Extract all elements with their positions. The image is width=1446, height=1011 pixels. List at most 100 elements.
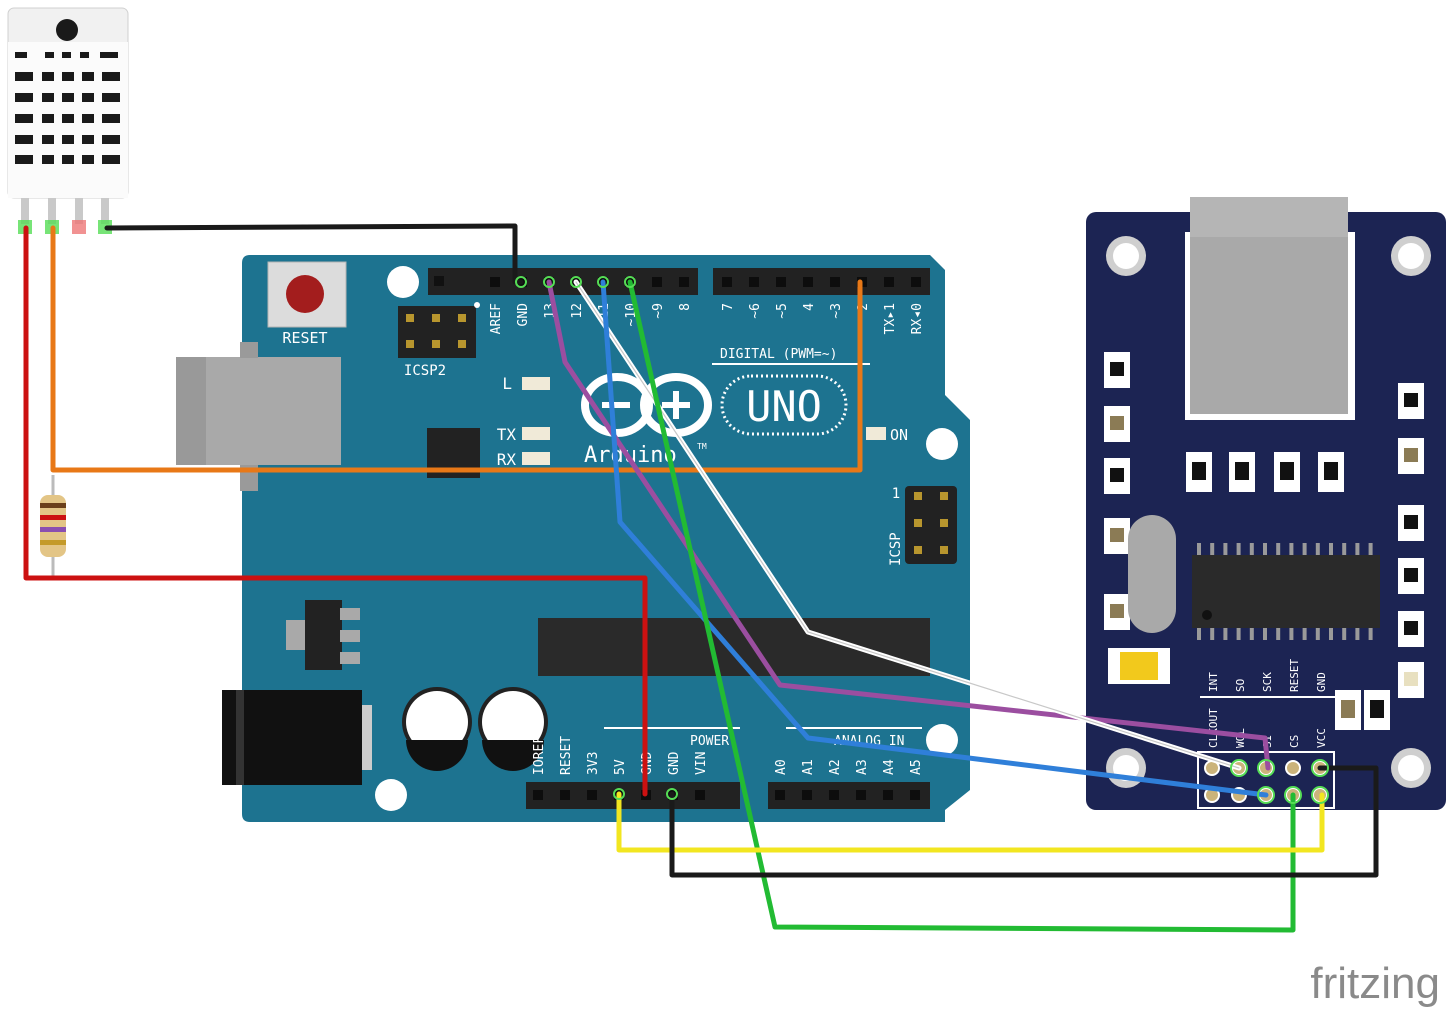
header-pin <box>856 790 866 800</box>
chip-leg <box>1263 543 1267 555</box>
chip-leg <box>1263 628 1267 640</box>
header-pin <box>652 277 662 287</box>
chip-leg <box>1342 628 1347 640</box>
header-pin <box>829 790 839 800</box>
wire-green-cs <box>627 279 1296 933</box>
pin-label: ~6 <box>748 303 763 319</box>
icsp-pin1-label: 1 <box>892 486 900 502</box>
fritzing-logo: fritzing <box>1310 959 1440 1008</box>
ethernet-pin-label: CLKOUT <box>1207 708 1220 748</box>
header-pin <box>722 277 732 287</box>
brand-tm: TM <box>697 442 707 451</box>
header-pin <box>803 277 813 287</box>
status-leds: L TX RX ON <box>497 374 908 469</box>
header-pin <box>533 790 543 800</box>
dht22-sensor <box>7 7 129 234</box>
pin-label: IOREF <box>532 736 547 775</box>
chip-leg <box>1197 543 1201 555</box>
pin-label: 5V <box>613 759 628 775</box>
chip-leg <box>1276 543 1281 555</box>
digital-label: DIGITAL (PWM=~) <box>720 347 837 362</box>
header-pin <box>695 790 705 800</box>
digital-header-right <box>713 268 930 295</box>
led-l-label: L <box>502 374 512 393</box>
chip-leg <box>1329 543 1333 555</box>
chip-leg <box>1355 628 1360 640</box>
ethernet-pin-label: SO <box>1234 679 1247 692</box>
pin-label: A3 <box>855 759 870 775</box>
pin-label: A1 <box>801 759 816 775</box>
chip-leg <box>1302 543 1307 555</box>
chip-leg <box>1249 628 1254 640</box>
ethernet-pin-label: INT <box>1207 672 1220 692</box>
pin-label: A4 <box>882 759 897 775</box>
crystal <box>1128 515 1176 633</box>
chip-leg <box>1289 543 1294 555</box>
icsp-label: ICSP <box>888 532 904 566</box>
reset-button: RESET <box>267 261 347 347</box>
pin-label: VIN <box>694 752 709 775</box>
chip-leg <box>1289 628 1294 640</box>
chip-leg <box>1249 543 1254 555</box>
pin-label: TX▸1 <box>883 303 898 334</box>
pullup-resistor <box>40 475 66 580</box>
led-rx-label: RX <box>497 450 517 469</box>
wire-red-dht-vcc <box>23 225 648 797</box>
led-on-label: ON <box>890 426 908 444</box>
enc-chip-legs <box>1197 543 1373 640</box>
pin-label: AREF <box>489 303 504 334</box>
enc28j60-chip <box>1192 543 1380 640</box>
header-pin <box>776 277 786 287</box>
header-pin <box>883 790 893 800</box>
chip-leg <box>1368 628 1373 640</box>
pin-label: 2 <box>856 303 871 311</box>
pin-label: GND <box>667 751 682 775</box>
voltage-regulator <box>286 600 360 670</box>
wire-purple-sck <box>546 279 1271 771</box>
wire-orange-dht-data <box>50 225 863 473</box>
dc-barrel-jack <box>222 690 372 785</box>
chip-leg <box>1342 543 1347 555</box>
header-pin <box>679 277 689 287</box>
wire-black-gnd <box>669 765 1379 878</box>
header-pin <box>911 277 921 287</box>
chip-leg <box>1197 628 1201 640</box>
pin-label: A5 <box>909 759 924 775</box>
header-pin <box>830 277 840 287</box>
header-pin <box>490 277 500 287</box>
chip-leg <box>1236 543 1241 555</box>
wires <box>23 223 1379 933</box>
pin-label: 7 <box>721 303 736 311</box>
chip-leg <box>1276 628 1281 640</box>
header-pin <box>884 277 894 287</box>
chip-leg <box>1329 628 1333 640</box>
icsp2-header: ICSP2 <box>398 306 476 379</box>
chip-leg <box>1210 543 1215 555</box>
wire-black-dht-gnd <box>104 223 524 285</box>
header-pin <box>802 790 812 800</box>
pin-label: RESET <box>559 736 574 775</box>
chip-leg <box>1315 543 1320 555</box>
power-label: POWER <box>690 734 729 749</box>
led-tx-label: TX <box>497 425 517 444</box>
pin-label: 4 <box>802 303 817 311</box>
ethernet-pin-label: VCC <box>1315 728 1328 748</box>
chip-leg <box>1236 628 1241 640</box>
pin-label: ~5 <box>775 303 790 319</box>
pin-label: ~9 <box>651 303 666 319</box>
header-pin <box>775 790 785 800</box>
chip-leg <box>1368 543 1373 555</box>
pin-label: 8 <box>678 303 693 311</box>
pin-label: A0 <box>774 759 789 775</box>
usb-connector <box>176 342 341 491</box>
atmega-chip <box>538 618 930 676</box>
chip-leg <box>1210 628 1215 640</box>
pin-label: 3V3 <box>586 752 601 775</box>
capacitors <box>402 687 548 771</box>
chip-leg <box>1315 628 1320 640</box>
ethernet-pin-label: SCK <box>1261 672 1274 692</box>
header-pin <box>749 277 759 287</box>
